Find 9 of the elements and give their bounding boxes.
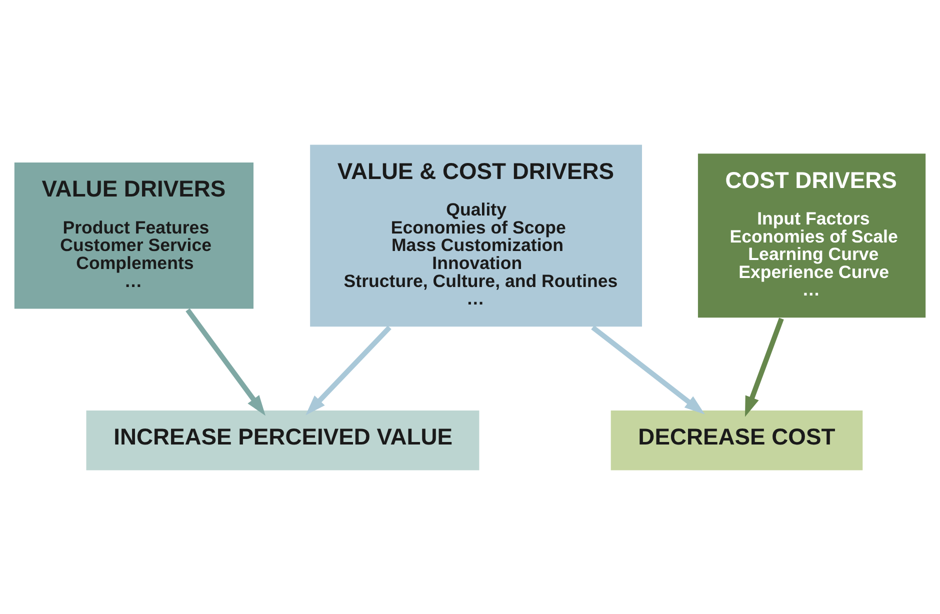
node-box: VALUE & COST DRIVERS Quality Economies of Scope Mass Customization Innovation Structure, Culture, and Routines … [308, 142, 644, 328]
arrow [186, 308, 266, 416]
node-box: INCREASE PERCEIVED VALUE [85, 408, 480, 472]
node-box: VALUE DRIVERS Product Features Customer Service Complements … [13, 160, 255, 310]
arrow [306, 325, 392, 415]
arrow [745, 317, 784, 416]
node-box: DECREASE COST [610, 408, 864, 472]
node-box: COST DRIVERS Input Factors Economies of Scale Learning Curve Experience Curve … [696, 152, 927, 318]
arrow [591, 324, 705, 414]
